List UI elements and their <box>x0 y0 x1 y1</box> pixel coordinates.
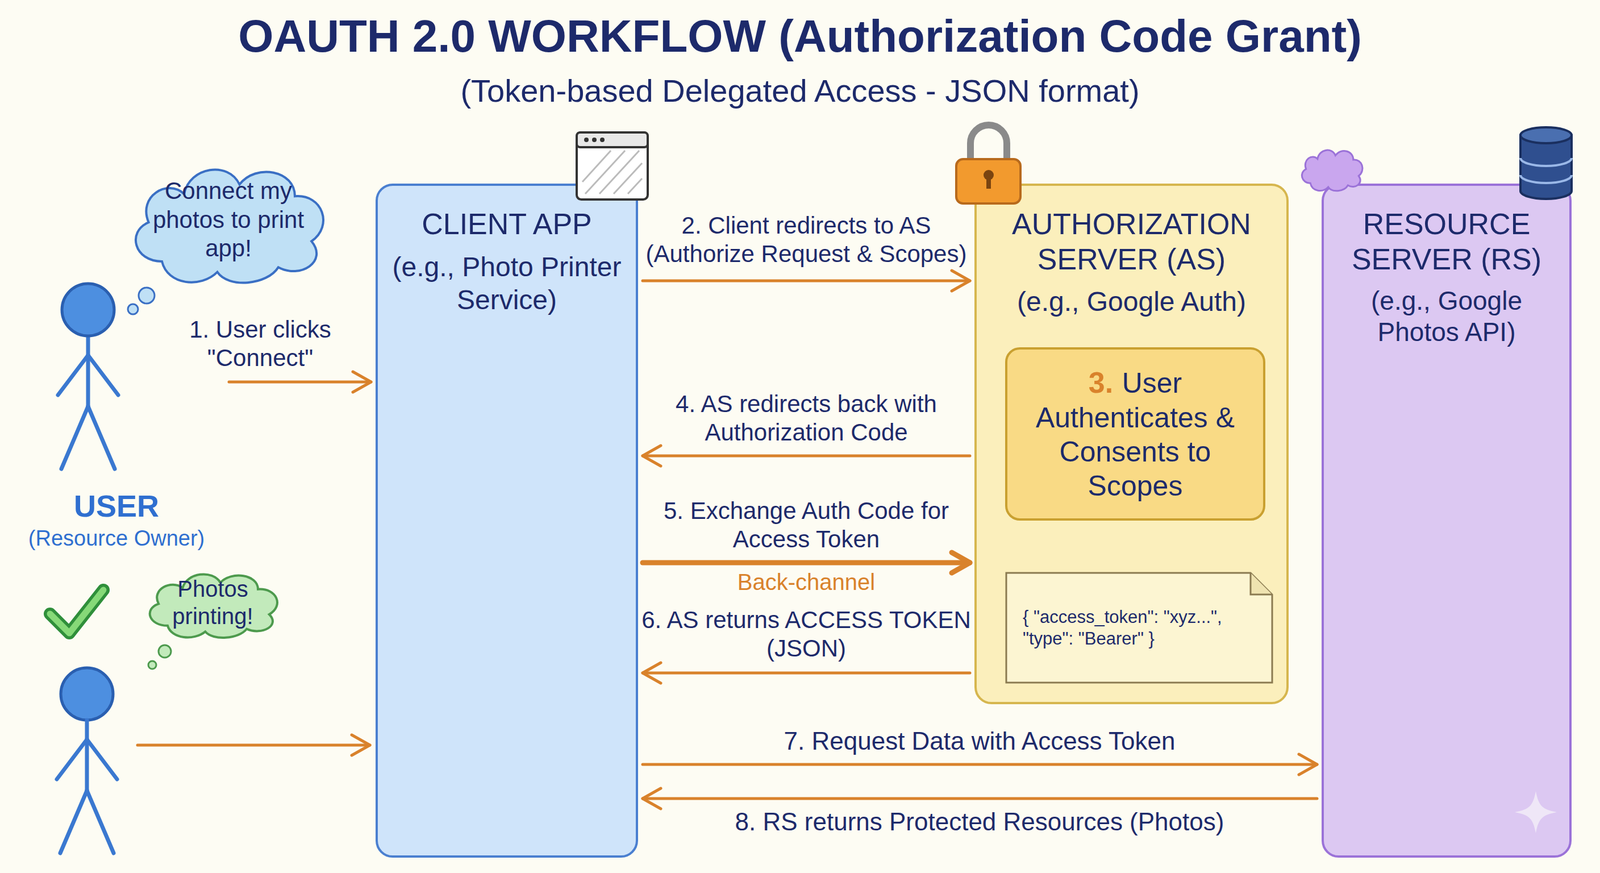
authorization-server-lane: AUTHORIZATION SERVER (AS) (e.g., Google A… <box>974 183 1289 704</box>
node-heading: { "access_token": "xyz...", "type": "Bea… <box>1022 606 1256 649</box>
arrow-line <box>642 560 970 566</box>
arrow-head <box>352 371 372 393</box>
node-content: Photos printing! <box>137 562 289 643</box>
browser-dot <box>600 137 605 143</box>
arrow-line <box>642 763 1318 766</box>
thought-trail <box>148 660 157 669</box>
user-figure <box>45 278 131 478</box>
connector-arrow <box>228 371 372 393</box>
arrow-line <box>137 743 370 747</box>
node-heading: CLIENT APP <box>387 206 627 242</box>
note-fold <box>1250 572 1273 595</box>
padlock-keyhole <box>983 169 994 181</box>
figure-body <box>85 719 90 791</box>
database-band <box>1520 175 1572 183</box>
arrow-head <box>951 552 970 573</box>
node-heading: Connect my photos to print app! <box>148 176 308 263</box>
browser-hatch <box>582 150 611 182</box>
arrow-head <box>951 270 970 291</box>
browser-bar <box>576 132 648 148</box>
edge-label: 2. Client redirects to AS (Authorize Req… <box>640 211 973 269</box>
cloud-outline <box>137 562 289 643</box>
figure-arm <box>86 739 118 779</box>
edge-label: 4. AS redirects back with Authorization … <box>640 389 973 448</box>
node-content: { "access_token": "xyz...", "type": "Bea… <box>1005 571 1274 684</box>
cloud-shape <box>135 169 324 283</box>
arrow-head <box>642 788 661 809</box>
node-heading: AUTHORIZATION SERVER (AS) <box>986 206 1277 278</box>
figure-leg <box>60 790 87 853</box>
node-heading: USER <box>11 487 222 525</box>
arrow-line <box>642 671 970 675</box>
cloud-shape <box>150 573 278 637</box>
node-heading: Photos printing! <box>156 575 270 630</box>
arrow-line <box>642 454 970 458</box>
browser-dot <box>584 137 589 143</box>
edge-label: 7. Request Data with Access Token <box>652 726 1307 757</box>
connector-arrow <box>642 445 970 466</box>
user-arrow <box>137 734 370 756</box>
thought-bubble: Connect my photos to print app! <box>117 148 340 291</box>
node-text: (e.g., Photo Printer Service) <box>387 250 627 316</box>
node-text: (Resource Owner) <box>11 525 222 552</box>
thought-trail <box>127 303 139 315</box>
thought-bubble: Photos printing! <box>137 562 289 643</box>
arrow-head <box>351 734 370 756</box>
process-box: 3.User Authenticates & Consents to Scope… <box>1005 347 1266 521</box>
user-figure <box>56 667 118 853</box>
edge-label: 6. AS returns ACCESS TOKEN (JSON) <box>640 605 973 664</box>
node-content: CLIENT APP (e.g., Photo Printer Service) <box>377 185 636 856</box>
figure-body <box>86 335 91 407</box>
arrow-head <box>642 662 661 683</box>
note-shape <box>1006 572 1273 683</box>
browser-dot <box>592 137 597 143</box>
node-content: 3.User Authenticates & Consents to Scope… <box>1007 349 1264 519</box>
figure-leg <box>88 406 115 469</box>
arrow-line <box>228 380 372 384</box>
padlock-shackle <box>970 125 1007 165</box>
arrow-line <box>642 279 970 283</box>
arrow-line <box>642 797 1318 800</box>
node-heading: RESOURCE SERVER (RS) <box>1332 206 1561 278</box>
node-text: User Authenticates & Consents to Scopes <box>1035 367 1235 502</box>
figure-head <box>61 283 115 336</box>
node-text: (e.g., Google Photos API) <box>1332 285 1561 348</box>
figure-arm <box>88 355 119 395</box>
node-content: RESOURCE SERVER (RS) (e.g., Google Photos… <box>1323 185 1570 856</box>
connector-arrow <box>642 753 1318 775</box>
node-heading: 3. <box>1088 365 1114 399</box>
database-band <box>1520 157 1572 166</box>
figure-leg <box>86 790 114 853</box>
connector-arrow <box>642 662 970 683</box>
text-line: 3.User Authenticates & Consents to Scope… <box>1030 364 1241 503</box>
checkmark <box>50 589 104 633</box>
json-note: { "access_token": "xyz...", "type": "Bea… <box>1005 571 1274 684</box>
connector-arrow <box>642 270 970 291</box>
figure-arm <box>57 355 89 395</box>
edge-label: 1. User clicks "Connect" <box>152 315 369 373</box>
node-text: (e.g., Google Auth) <box>986 285 1277 319</box>
arrow-head <box>1298 753 1318 775</box>
thought-trail <box>138 287 155 304</box>
figure-lines <box>57 335 119 469</box>
database-top <box>1520 127 1572 144</box>
figure-leg <box>61 406 89 469</box>
edge-label: 8. RS returns Protected Resources (Photo… <box>652 806 1307 837</box>
node-content: Connect my photos to print app! <box>117 148 340 291</box>
checkmark <box>50 589 104 633</box>
channel-note: Back-channel <box>664 568 949 596</box>
figure-arm <box>56 739 87 779</box>
note-outline <box>1005 571 1274 684</box>
diagram-title: OAUTH 2.0 WORKFLOW (Authorization Code G… <box>0 9 1600 64</box>
thought-trail <box>158 644 172 658</box>
connector-arrow <box>642 788 1318 809</box>
subtitle: (Token-based Delegated Access - JSON for… <box>175 71 1425 110</box>
resource-server-lane: RESOURCE SERVER (RS) (e.g., Google Photos… <box>1321 183 1572 858</box>
figure-head <box>60 667 114 720</box>
arrow-head <box>642 445 661 466</box>
client-app-lane: CLIENT APP (e.g., Photo Printer Service) <box>375 183 639 858</box>
edge-label: 5. Exchange Auth Code for Access Token <box>640 496 973 554</box>
